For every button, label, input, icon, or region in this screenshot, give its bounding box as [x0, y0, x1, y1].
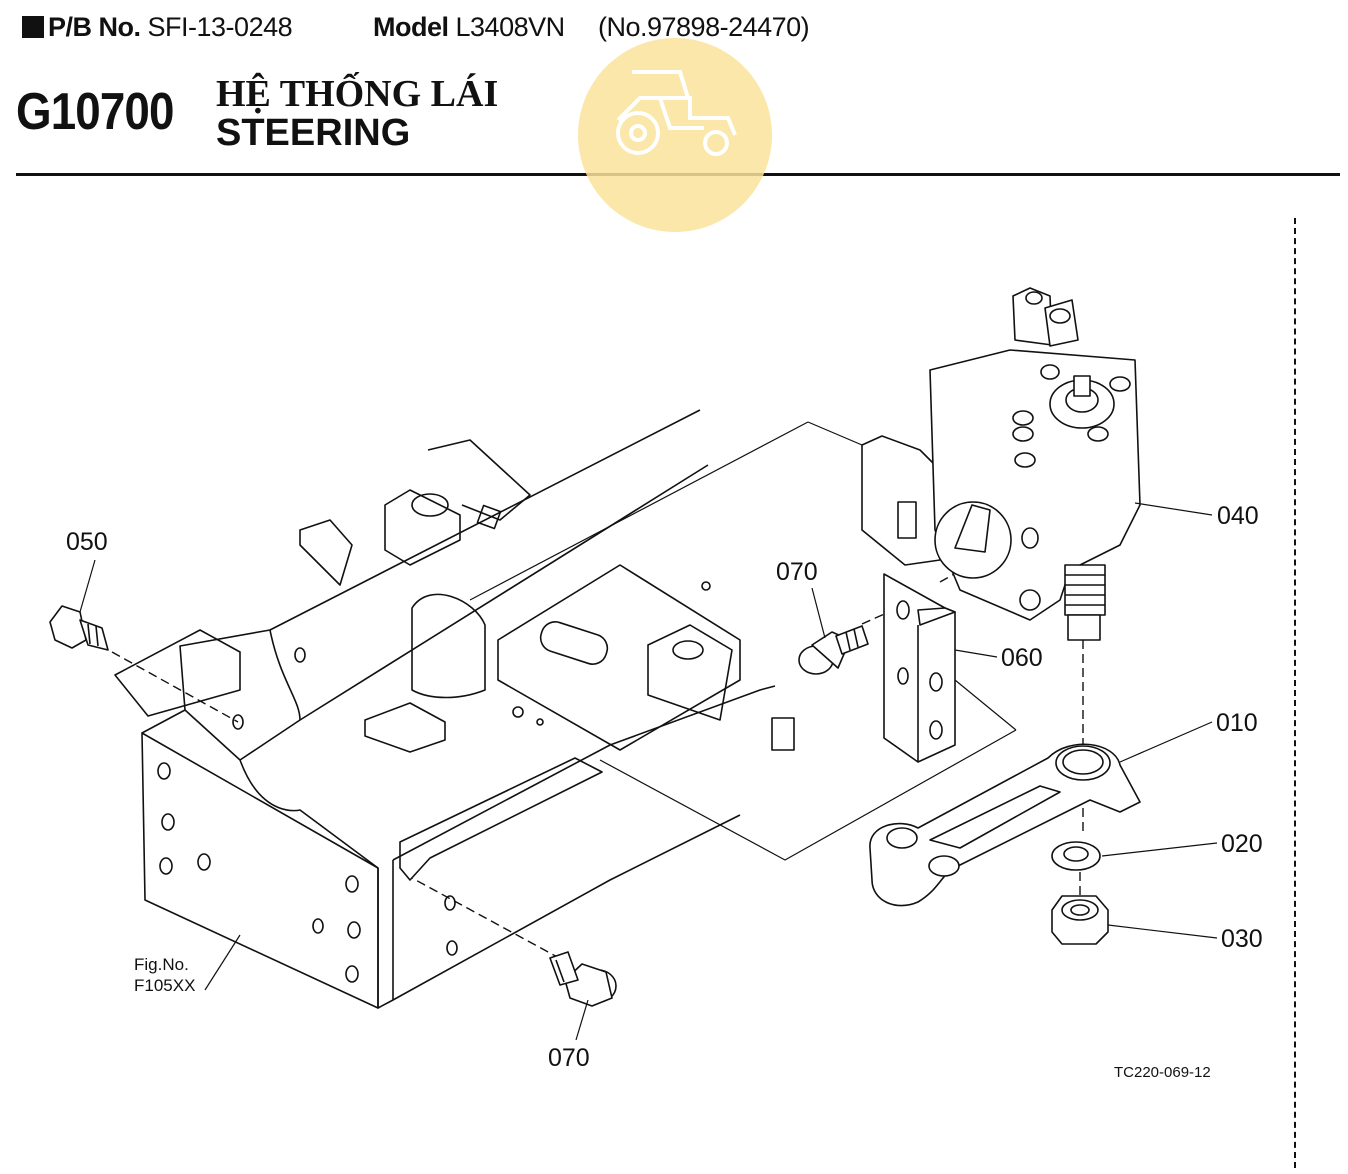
- frame-left-end: [141, 709, 394, 1009]
- bolt-070-upper: [798, 625, 869, 675]
- watermark-logo: [578, 38, 772, 232]
- frame-brackets: [114, 439, 795, 881]
- part-label-050: 050: [66, 528, 108, 556]
- part-label-040: 040: [1217, 502, 1259, 530]
- part-label-070-upper: 070: [776, 558, 818, 586]
- group-code: G10700: [16, 83, 174, 141]
- serial-range: (No.97898-24470): [598, 12, 810, 42]
- nut-030: [1051, 895, 1109, 945]
- bolt-070-lower: [549, 951, 617, 1007]
- part-label-010: 010: [1216, 709, 1258, 737]
- pb-value: SFI-13-0248: [147, 12, 293, 42]
- frame-side-rails: [179, 409, 776, 1001]
- square-bullet-icon: [22, 16, 44, 38]
- bolt-050: [49, 605, 109, 651]
- steering-gearbox-040: [861, 287, 1141, 641]
- page-edge-dashed-line: [1294, 218, 1296, 1168]
- part-label-070-lower: 070: [548, 1044, 590, 1072]
- bracket-plate-060: [883, 573, 956, 763]
- part-label-030: 030: [1221, 925, 1263, 953]
- model: Model L3408VN: [373, 12, 565, 43]
- callout-leaders: [79, 502, 1218, 1041]
- projection-outline: [469, 421, 1017, 861]
- title-vietnamese: HỆ THỐNG LÁI: [216, 73, 499, 115]
- pb-label: P/B No.: [48, 12, 141, 42]
- figure-ref-line2: F105XX: [134, 976, 195, 995]
- pb-number: P/B No. SFI-13-0248: [22, 12, 293, 43]
- frame-cross-member: [364, 564, 741, 753]
- washer-020: [1051, 841, 1101, 871]
- title-english: STEERING: [216, 112, 411, 154]
- figure-ref-line1: Fig.No.: [134, 955, 189, 974]
- part-label-060: 060: [1001, 644, 1043, 672]
- part-label-020: 020: [1221, 830, 1263, 858]
- model-label: Model: [373, 12, 449, 42]
- pitman-arm-010: [869, 743, 1141, 907]
- drawing-code: TC220-069-12: [1114, 1064, 1211, 1081]
- model-value: L3408VN: [455, 12, 566, 42]
- tractor-icon: [616, 70, 737, 156]
